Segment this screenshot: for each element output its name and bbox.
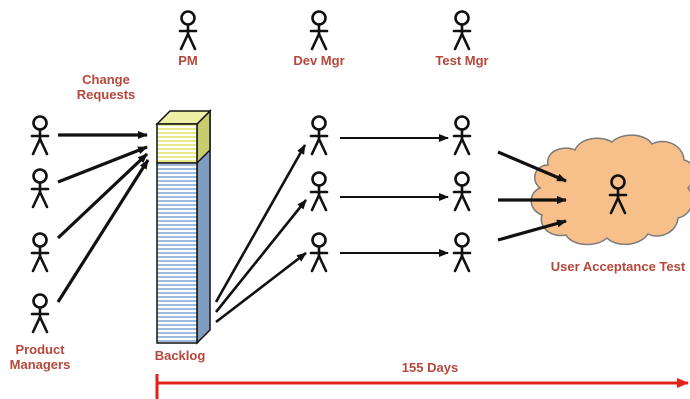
product-managers-label-line1: Product: [15, 342, 65, 357]
developer-person-icon: [309, 232, 329, 273]
tester-person-icon: [452, 115, 472, 156]
cloud-icon: [530, 134, 690, 246]
product-manager-person-icon: [30, 232, 50, 273]
user-acceptance-test-label: User Acceptance Test: [550, 259, 686, 274]
backlog-label: Backlog: [154, 348, 206, 363]
test-mgr-person-icon: [452, 10, 472, 51]
product-manager-person-icon: [30, 293, 50, 334]
change-requests-label-line2: Requests: [76, 87, 136, 102]
arrows-dev-to-test: [340, 134, 449, 257]
dev-mgr-label: Dev Mgr: [293, 53, 345, 68]
arrows-pm-to-backlog: [56, 131, 150, 303]
product-manager-person-icon: [30, 168, 50, 209]
developer-person-icon: [309, 171, 329, 212]
dev-mgr-person-icon: [309, 10, 329, 51]
developer-person-icon: [309, 115, 329, 156]
arrows-test-to-uat: [497, 150, 567, 242]
duration-label: 155 Days: [401, 360, 459, 375]
product-managers-label-line2: Managers: [9, 357, 71, 372]
test-mgr-label: Test Mgr: [435, 53, 489, 68]
backlog-stack: [155, 109, 212, 345]
tester-person-icon: [452, 232, 472, 273]
change-requests-label-line1: Change: [82, 72, 130, 87]
pm-label: PM: [178, 53, 198, 68]
tester-person-icon: [452, 171, 472, 212]
pm-person-icon: [178, 10, 198, 51]
arrows-backlog-to-dev: [214, 144, 308, 324]
timeline-arrow: [155, 374, 689, 399]
product-manager-person-icon: [30, 115, 50, 156]
